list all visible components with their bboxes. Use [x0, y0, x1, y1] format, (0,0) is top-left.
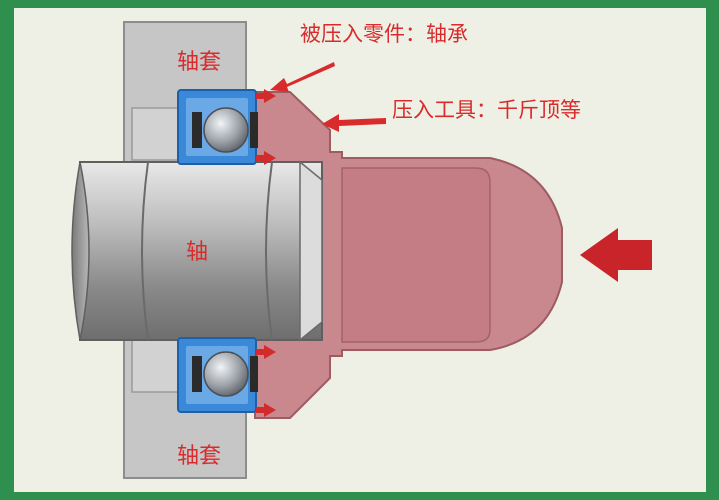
bearing-ball-icon: [203, 351, 249, 397]
pointer-arrow-icon: [270, 62, 335, 92]
label-shaft: 轴: [186, 240, 209, 265]
bearing-top: [177, 89, 258, 165]
contact-arrows: [256, 89, 276, 417]
shaft-body: [79, 161, 323, 341]
label-press-tool: 压入工具：千斤顶等: [392, 98, 581, 122]
label-sleeve-top: 轴套: [177, 50, 222, 75]
pointer-arrow-icon: [322, 114, 386, 132]
bearing-bottom: [177, 337, 258, 413]
bearing-ball-icon: [203, 107, 249, 153]
label-sleeve-bottom: 轴套: [177, 444, 222, 469]
force-arrow-icon: [580, 228, 652, 282]
label-pressed-part: 被压入零件：轴承: [300, 22, 468, 46]
